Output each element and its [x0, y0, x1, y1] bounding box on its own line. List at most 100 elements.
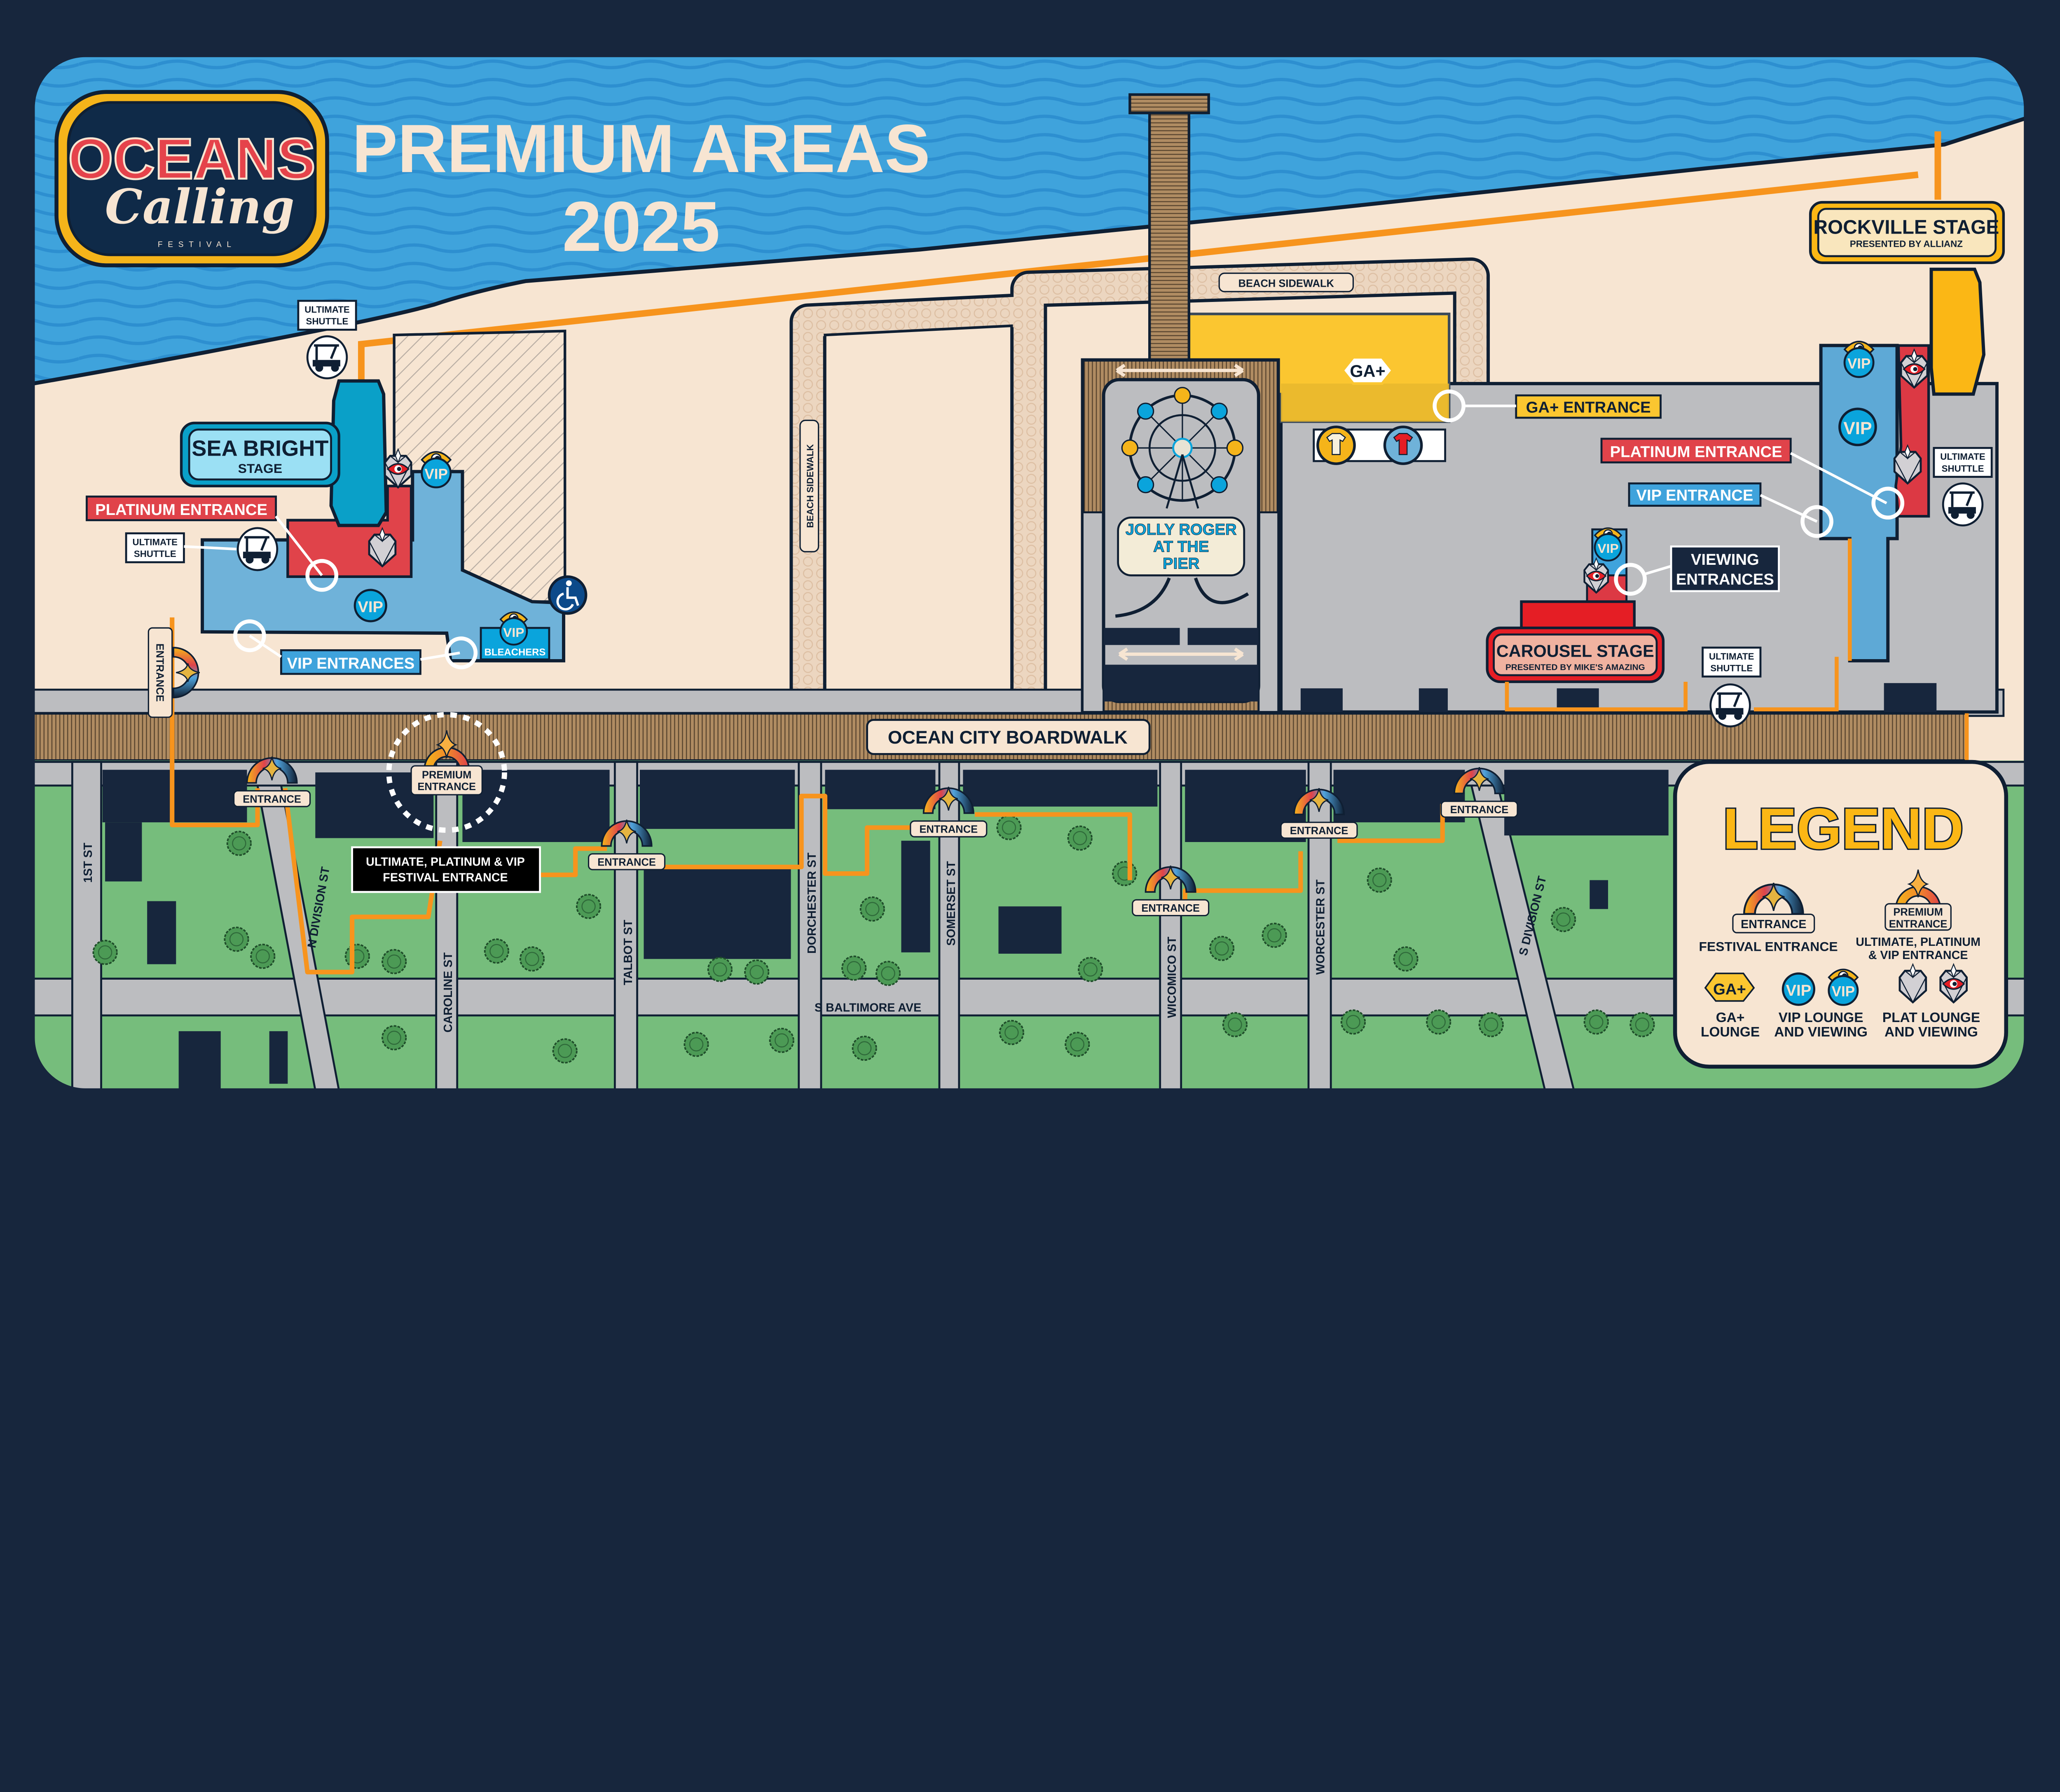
callout-line1: ULTIMATE, PLATINUM & VIP: [366, 855, 525, 868]
premium-entrance[interactable]: PREMIUM ENTRANCE: [386, 712, 507, 833]
platinum-entrance-text: PLATINUM ENTRANCE: [1610, 443, 1782, 461]
logo-name1: OCEANS: [68, 126, 315, 191]
rockville-stage: [1929, 267, 1986, 396]
legend-festival-entrance-icon: ENTRANCE: [1732, 883, 1815, 933]
street-dorchester: DORCHESTER ST: [805, 852, 819, 954]
viewing-entrance-marker: [1614, 563, 1647, 596]
street-talbot: TALBOT ST: [622, 919, 635, 985]
pier-name-line2: AT THE: [1153, 538, 1209, 555]
ultimate-shuttle-label-top: ULTIMATE SHUTTLE: [297, 299, 357, 331]
carousel-name: CAROUSEL STAGE: [1496, 641, 1654, 660]
ultimate-shuttle-label-left: ULTIMATE SHUTTLE: [125, 532, 185, 564]
golf-cart-icon: [307, 336, 347, 378]
vip-badge-text: VIP: [503, 625, 524, 640]
entrance-text: ENTRANCE: [1290, 825, 1348, 837]
carousel-sub: PRESENTED BY MIKE'S AMAZING: [1505, 662, 1645, 672]
legend-ga-label-1: GA+: [1716, 1010, 1745, 1025]
vip-badge-text: VIP: [1843, 419, 1872, 438]
vip-bleachers: VIP BLEACHERS: [480, 612, 550, 661]
logo-name2: Calling: [105, 179, 295, 235]
rockville-sub: PRESENTED BY ALLIANZ: [1850, 239, 1963, 249]
entrance-text: ENTRANCE: [597, 856, 656, 868]
page-title-line1: PREMIUM AREAS: [352, 111, 930, 187]
carousel-stage-sign: CAROUSEL STAGE PRESENTED BY MIKE'S AMAZI…: [1486, 627, 1665, 683]
tshirt-icon: [1393, 433, 1413, 455]
shuttle-text: SHUTTLE: [1710, 663, 1753, 673]
festival-entrance[interactable]: ENTRANCE: [233, 756, 311, 807]
boardwalk-text: OCEAN CITY BOARDWALK: [888, 728, 1128, 748]
page-title-line2: 2025: [562, 187, 720, 266]
beach-sidewalk-label: BEACH SIDEWALK: [1218, 272, 1354, 292]
two-way-arrow-icon: [1118, 647, 1244, 661]
street-s-baltimore: S BALTIMORE AVE: [815, 1001, 921, 1014]
ultimate-text: ULTIMATE: [304, 304, 350, 315]
legend: LEGEND ENTRANCE FESTIVAL ENTRANCE PREMIU…: [1673, 760, 2008, 1069]
shuttle-text: SHUTTLE: [134, 549, 176, 559]
two-way-arrow-icon: [1116, 364, 1244, 377]
festival-entrance[interactable]: ENTRANCE: [1132, 865, 1210, 917]
vip-entrances-text: VIP ENTRANCES: [287, 655, 415, 672]
carousel-route: [1505, 538, 1852, 711]
ultimate-text: ULTIMATE: [1709, 651, 1754, 662]
entrance-text: ENTRANCE: [1450, 804, 1509, 816]
festival-entrance[interactable]: ENTRANCE: [910, 786, 988, 838]
beach-sidewalk-label-vertical: BEACH SIDEWALK: [799, 419, 819, 552]
pier-name-line3: PIER: [1163, 555, 1199, 573]
beach-sidewalk-text: BEACH SIDEWALK: [1238, 278, 1334, 290]
vip-badge-text: VIP: [1786, 982, 1812, 999]
sea-bright-stage-sign: SEA BRIGHT STAGE: [180, 421, 340, 488]
ga-entrance-marker: [1433, 389, 1466, 423]
street-worcester: WORCESTER ST: [1314, 879, 1327, 975]
legend-premium-label-1: ULTIMATE, PLATINUM: [1856, 936, 1980, 949]
ga-plus-text: GA+: [1713, 980, 1746, 998]
accessibility-icon: [548, 575, 588, 615]
callout-line2: FESTIVAL ENTRANCE: [383, 871, 508, 884]
vip-badge-text: VIP: [1832, 984, 1855, 1000]
street-wicomico: WICOMICO ST: [1166, 936, 1179, 1018]
vip-badge-text: VIP: [358, 598, 383, 616]
ultimate-text: ULTIMATE: [133, 537, 178, 547]
vip-entrance-marker: [233, 619, 266, 653]
ultimate-shuttle-label-bottom: ULTIMATE SHUTTLE: [1702, 646, 1762, 678]
festival-entrance[interactable]: ENTRANCE: [1440, 766, 1518, 818]
boardwalk-label: OCEAN CITY BOARDWALK: [866, 719, 1151, 755]
festival-entrance-west[interactable]: ENTRANCE: [147, 627, 201, 718]
festival-entrance[interactable]: ENTRANCE: [1280, 787, 1358, 839]
platinum-entrance-text: PLATINUM ENTRANCE: [95, 501, 267, 519]
viewing-entrances-label: VIEWING ENTRANCES: [1670, 545, 1780, 592]
legend-vip-label-1: VIP LOUNGE: [1779, 1010, 1863, 1025]
logo-sub: FESTIVAL: [158, 240, 236, 249]
golf-cart-icon: [238, 528, 277, 570]
beach-sidewalk-text-vertical: BEACH SIDEWALK: [805, 444, 815, 528]
entrance-text: ENTRANCE: [154, 643, 165, 702]
vip-entrance-label: VIP ENTRANCE: [1628, 482, 1762, 507]
jolly-roger-label: JOLLY ROGER AT THE PIER: [1117, 516, 1245, 577]
platinum-entrance-label-left: PLATINUM ENTRANCE: [86, 495, 277, 522]
map-area: BEACH SIDEWALK BEACH SIDEWALK SEA BRIGHT…: [33, 55, 2026, 1090]
bleachers-text: BLEACHERS: [485, 647, 546, 658]
street-somerset: SOMERSET ST: [945, 861, 958, 946]
platinum-entrance-marker: [1871, 487, 1905, 520]
shuttle-text: SHUTTLE: [1942, 463, 1984, 474]
festival-map: BEACH SIDEWALK BEACH SIDEWALK SEA BRIGHT…: [33, 55, 2026, 1090]
sea-bright-sub: STAGE: [238, 461, 282, 476]
legend-plat-label-2: AND VIEWING: [1884, 1025, 1978, 1040]
vip-entrance-text: VIP ENTRANCE: [1636, 487, 1753, 504]
rockville-name: ROCKVILLE STAGE: [1813, 217, 1999, 239]
vip-entrances-label: VIP ENTRANCES: [280, 649, 421, 675]
festival-entrance[interactable]: ENTRANCE: [588, 819, 666, 870]
pier-walkway: [1148, 93, 1191, 365]
ferris-wheel-icon: [1121, 387, 1244, 509]
premium-text: PREMIUM: [1893, 907, 1943, 918]
ga-entrance-text: GA+ ENTRANCE: [1526, 398, 1651, 416]
vip-badge-text: VIP: [424, 466, 448, 482]
legend-vip-label-2: AND VIEWING: [1774, 1025, 1868, 1040]
legend-ga-plus-icon: GA+: [1704, 972, 1755, 1002]
entrances-text: ENTRANCES: [1676, 571, 1774, 588]
legend-title: LEGEND: [1723, 796, 1964, 861]
platinum-entrance-marker: [305, 559, 339, 592]
sea-bright-name: SEA BRIGHT: [192, 436, 328, 461]
ga-entrance-label: GA+ ENTRANCE: [1515, 394, 1662, 419]
ultimate-text: ULTIMATE: [1940, 452, 1985, 462]
roller-coaster-icon: [1115, 577, 1249, 618]
